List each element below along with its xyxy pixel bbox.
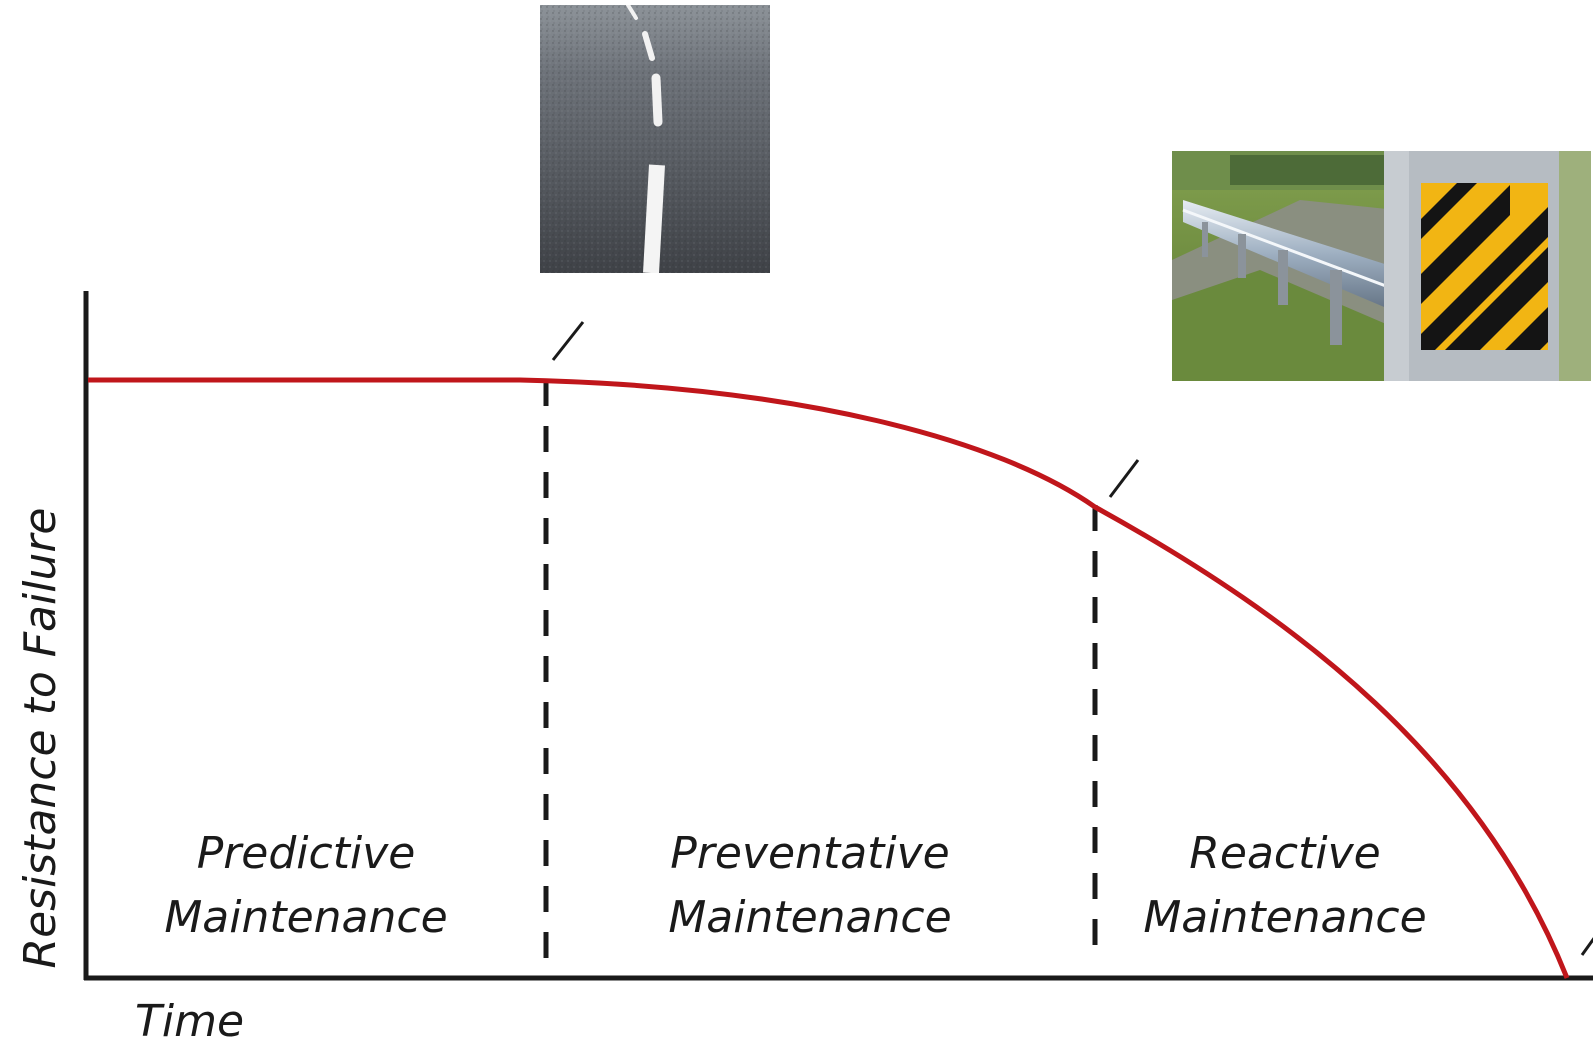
pointer-tick-failure xyxy=(1580,937,1593,956)
y-axis-label: Resistance to Failure xyxy=(15,508,66,969)
asphalt-road-photo-icon xyxy=(540,5,770,273)
pointer-tick-road xyxy=(551,321,585,361)
phase-label-reactive-line1: Reactive xyxy=(1189,828,1380,879)
x-axis-label: Time xyxy=(135,996,244,1041)
phase-label-predictive-line1: Predictive xyxy=(197,828,416,879)
guardrail-photo-icon xyxy=(1172,151,1591,381)
degradation-curve xyxy=(88,377,1570,979)
phase-label-preventative-line1: Preventative xyxy=(670,828,950,879)
pointer-tick-guardrail xyxy=(1108,459,1140,498)
phase-label-predictive-line2: Maintenance xyxy=(164,892,447,943)
phase-label-reactive-line2: Maintenance xyxy=(1143,892,1426,943)
phase-label-preventative-line2: Maintenance xyxy=(668,892,951,943)
